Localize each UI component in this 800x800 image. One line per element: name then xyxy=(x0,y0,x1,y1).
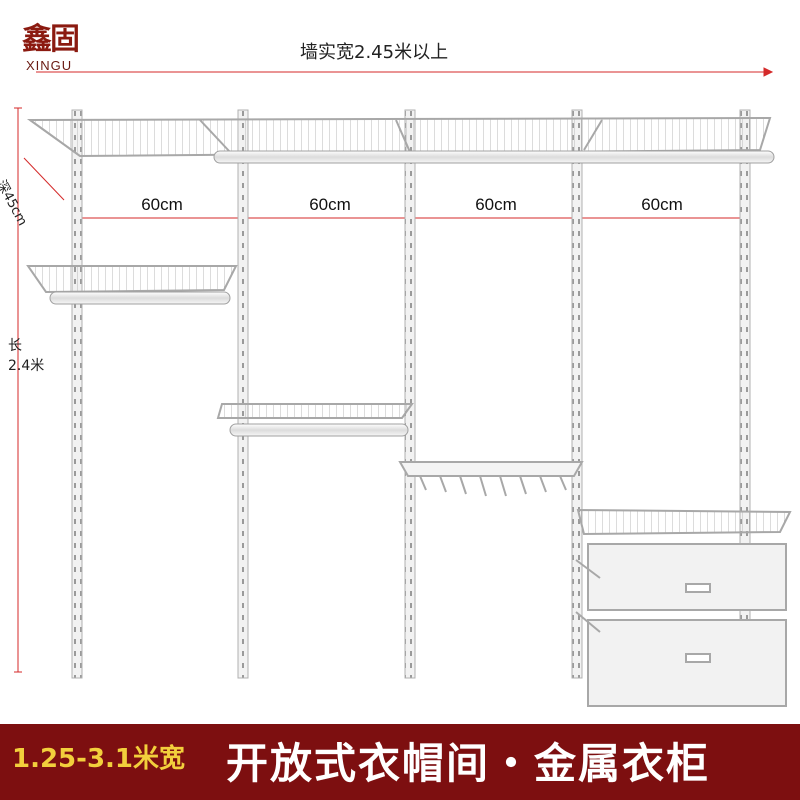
basket-drawers xyxy=(575,543,787,707)
span-label-2: 60cm xyxy=(309,195,351,214)
span-label-3: 60cm xyxy=(475,195,517,214)
width-range-label: 1.25-3.1米宽 xyxy=(12,744,185,774)
top-wire-shelf xyxy=(26,116,772,158)
product-banner: 1.25-3.1米宽 开放式衣帽间・金属衣柜 xyxy=(0,724,800,800)
standard-2 xyxy=(237,109,249,679)
height-label: 长 2.4米 xyxy=(8,336,44,376)
span-label-1: 60cm xyxy=(141,195,183,214)
wall-width-label: 墙实宽2.45米以上 xyxy=(300,42,449,63)
right-wire-shelf xyxy=(576,508,792,536)
height-label-line1: 长 xyxy=(8,338,22,354)
wall-standards xyxy=(71,109,751,679)
left-hanging-rod xyxy=(49,291,231,305)
logo-chinese: 鑫固 xyxy=(22,22,80,57)
upper-basket xyxy=(587,543,787,611)
pants-rack xyxy=(398,461,584,497)
standard-4 xyxy=(571,109,583,679)
center-left-hanging-rod xyxy=(229,423,409,437)
left-wire-shelf xyxy=(26,265,238,305)
standard-3 xyxy=(404,109,416,679)
center-left-wire-shelf xyxy=(216,403,414,437)
brand-logo: 鑫固 XINGU xyxy=(18,14,98,84)
height-label-line2: 2.4米 xyxy=(8,358,45,374)
logo-latin: XINGU xyxy=(26,58,73,73)
product-title: 开放式衣帽间・金属衣柜 xyxy=(226,739,711,788)
span-label-4: 60cm xyxy=(641,195,683,214)
top-hanging-rod xyxy=(213,150,775,164)
standard-1 xyxy=(71,109,83,679)
